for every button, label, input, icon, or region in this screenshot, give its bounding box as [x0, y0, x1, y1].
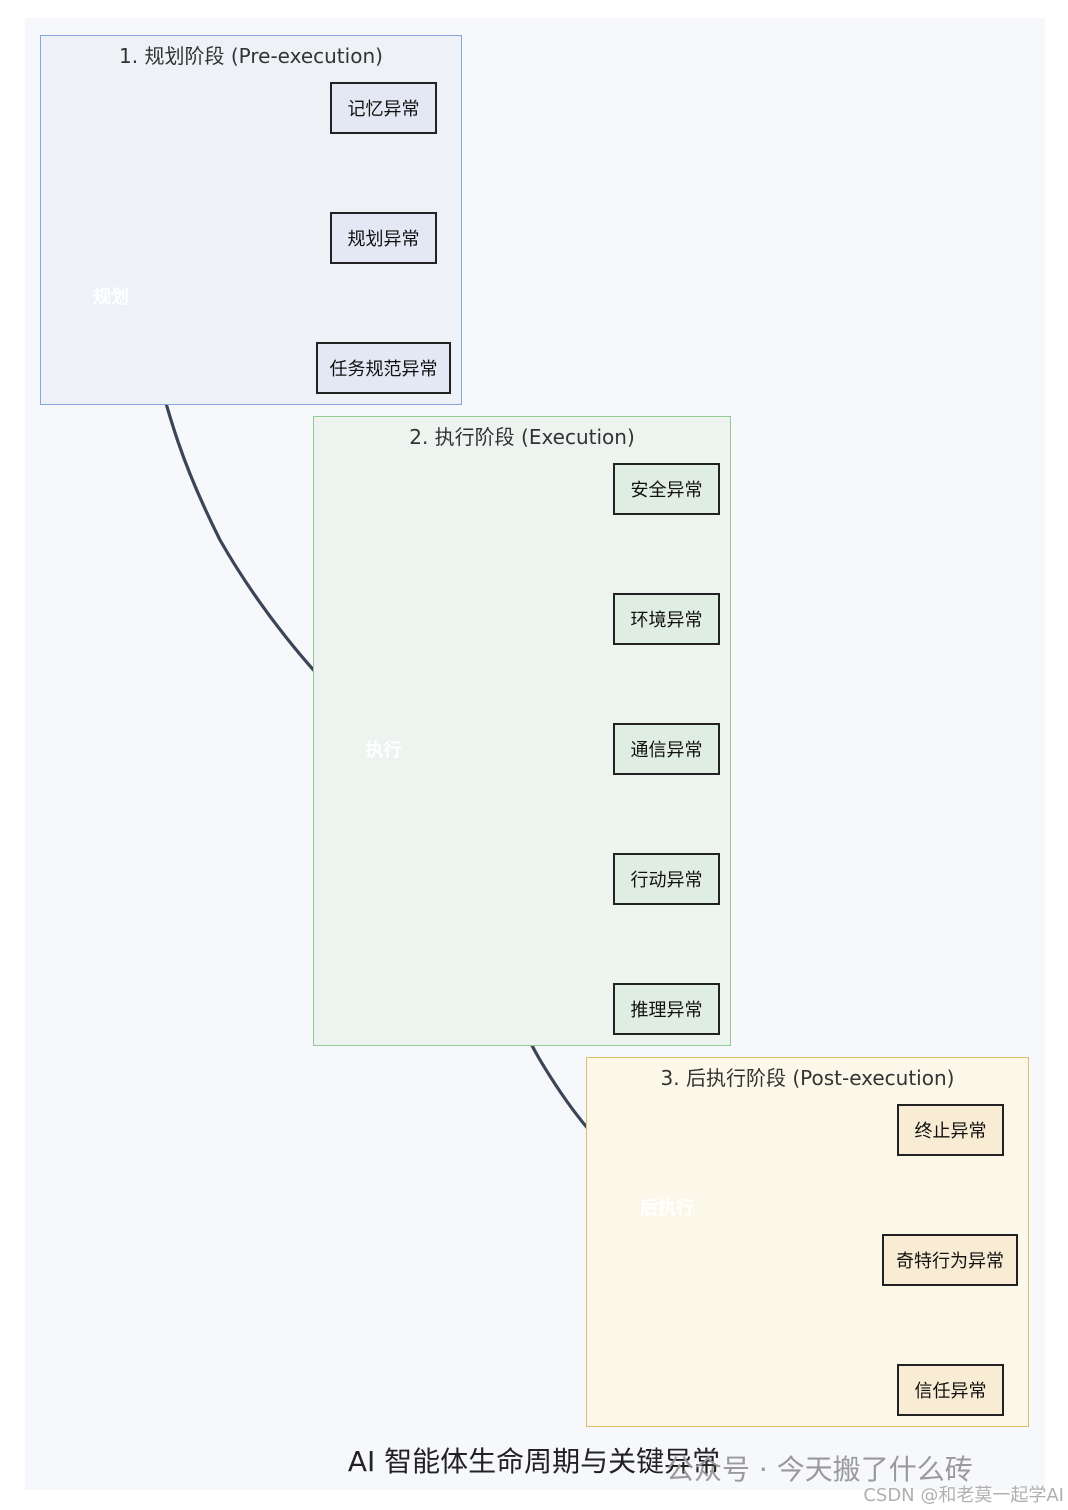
credit-text: CSDN @和老莫一起学AI [863, 1485, 1064, 1506]
cluster-title: 2. 执行阶段 (Execution) [409, 425, 635, 449]
anomaly-node-reasoning: 推理异常 [613, 983, 720, 1035]
anomaly-node-security: 安全异常 [613, 463, 720, 515]
anomaly-node-planning: 规划异常 [330, 212, 437, 264]
cluster-title: 3. 后执行阶段 (Post-execution) [660, 1066, 955, 1090]
hub-label-planning: 规划 [93, 287, 129, 308]
hub-label-execution: 执行 [365, 740, 402, 761]
anomaly-node-task-spec: 任务规范异常 [316, 342, 451, 394]
anomaly-node-communication: 通信异常 [613, 723, 720, 775]
anomaly-node-termination: 终止异常 [897, 1104, 1004, 1156]
anomaly-node-memory: 记忆异常 [330, 82, 437, 134]
anomaly-node-environment: 环境异常 [613, 593, 720, 645]
diagram-caption: AI 智能体生命周期与关键异常 [347, 1445, 721, 1478]
cluster-title: 1. 规划阶段 (Pre-execution) [119, 44, 383, 68]
anomaly-node-action: 行动异常 [613, 853, 720, 905]
anomaly-node-trust: 信任异常 [897, 1364, 1004, 1416]
anomaly-node-quirky-behavior: 奇特行为异常 [882, 1234, 1018, 1286]
hub-label-post-execution: 后执行 [640, 1198, 694, 1219]
watermark-text: 公众号 · 今天搬了什么砖 [666, 1453, 973, 1486]
